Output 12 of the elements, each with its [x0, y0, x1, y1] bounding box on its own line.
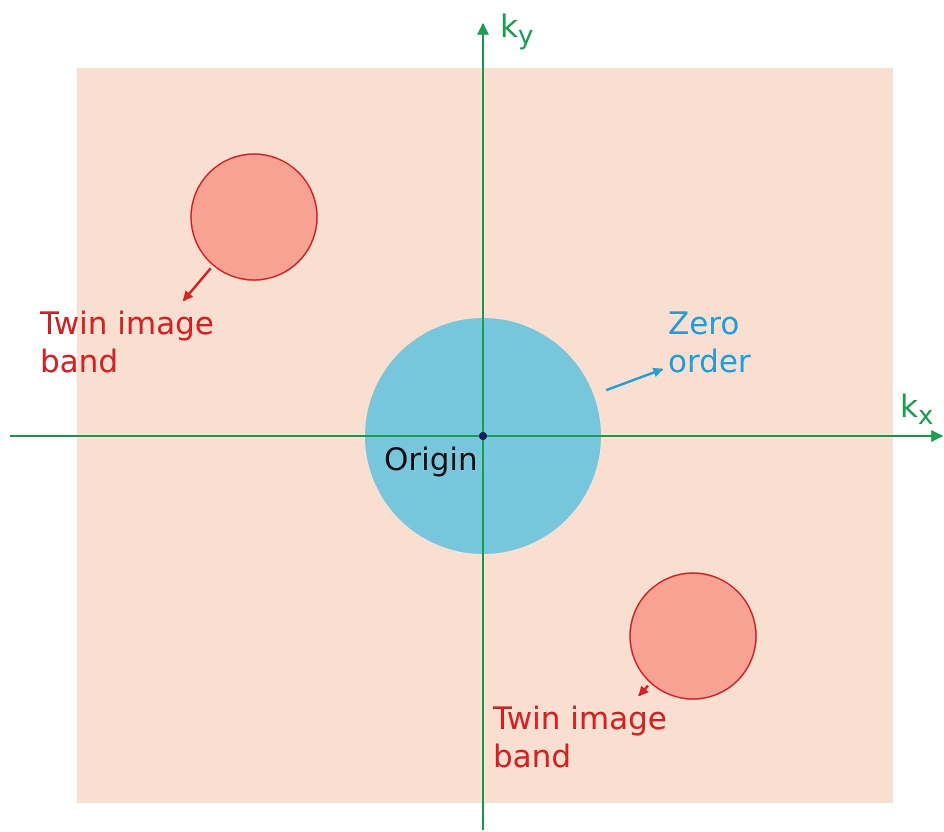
origin-label: Origin — [384, 441, 478, 479]
arrow — [606, 368, 664, 392]
band-label: Twin image band — [40, 305, 255, 381]
axis-label: k$_{x}$ — [900, 388, 934, 434]
twin-image-circle — [190, 153, 318, 281]
arrow — [182, 267, 212, 302]
zero-order-circle — [365, 318, 601, 554]
band-label: Twin image band — [493, 700, 708, 776]
zero-order-label: Zero order — [668, 305, 798, 381]
arrow — [638, 684, 649, 696]
twin-image-circle — [629, 572, 757, 700]
axis-label: k$_{y}$ — [500, 8, 534, 54]
